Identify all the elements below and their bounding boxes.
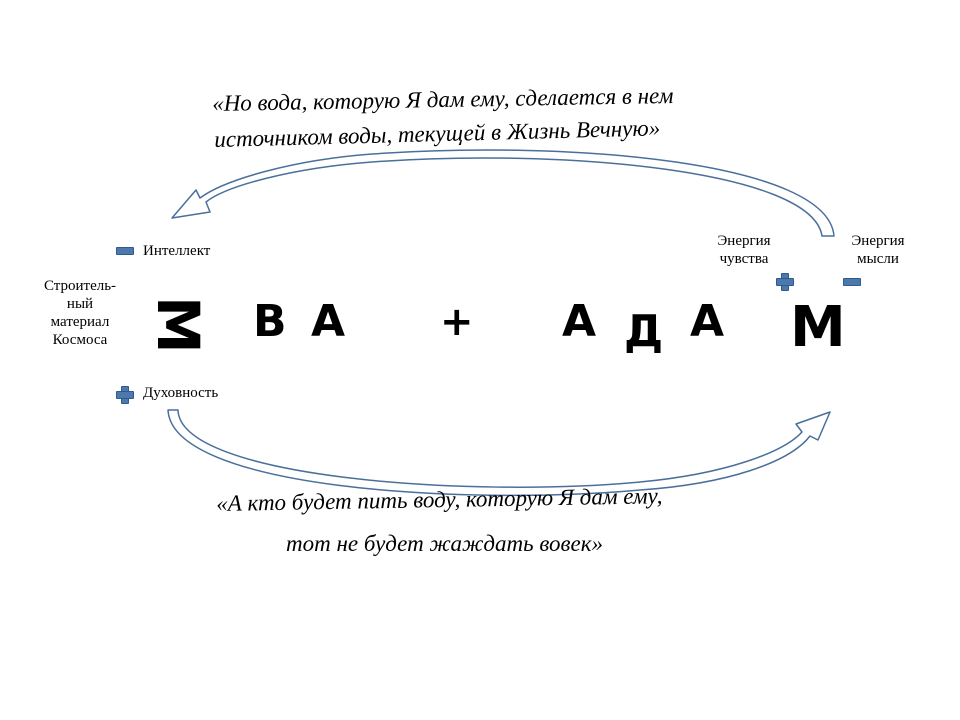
bottom-curved-arrow xyxy=(167,409,831,497)
feeling-energy-line-1: Энергия xyxy=(717,233,771,249)
thought-energy-line-2: мысли xyxy=(857,251,899,267)
plus-sign-icon xyxy=(116,386,134,404)
material-line-1: Строитель- xyxy=(43,278,117,294)
rotated-m-letter: M xyxy=(144,296,212,354)
adam-letter-a1: А xyxy=(562,296,597,347)
intellect-label: Интеллект xyxy=(143,243,211,259)
spirituality-label: Духовность xyxy=(143,385,219,401)
material-line-4: Космоса xyxy=(52,332,108,348)
material-line-2: ный xyxy=(66,296,94,312)
upright-m-letter: M xyxy=(790,295,846,360)
thought-energy-label: Энергия мысли xyxy=(836,232,920,268)
material-line-3: материал xyxy=(50,314,110,330)
bottom-quote-line-2: тот не будет жаждать вовек» xyxy=(286,531,604,556)
top-curved-arrow xyxy=(171,149,835,237)
adam-letter-d: Д xyxy=(624,306,664,357)
plus-operator: + xyxy=(440,299,474,345)
cosmos-material-label: Строитель- ный материал Космоса xyxy=(24,277,136,349)
feeling-energy-label: Энергия чувства xyxy=(702,232,786,268)
eva-letter-a: А xyxy=(311,296,346,347)
thought-energy-line-1: Энергия xyxy=(851,233,905,249)
feeling-energy-line-2: чувства xyxy=(719,251,769,267)
plus-sign-icon xyxy=(776,273,794,291)
eva-letter-v: В xyxy=(253,296,287,347)
adam-letter-a2: А xyxy=(690,296,725,347)
minus-sign-icon xyxy=(843,278,861,286)
minus-sign-icon xyxy=(116,247,134,255)
